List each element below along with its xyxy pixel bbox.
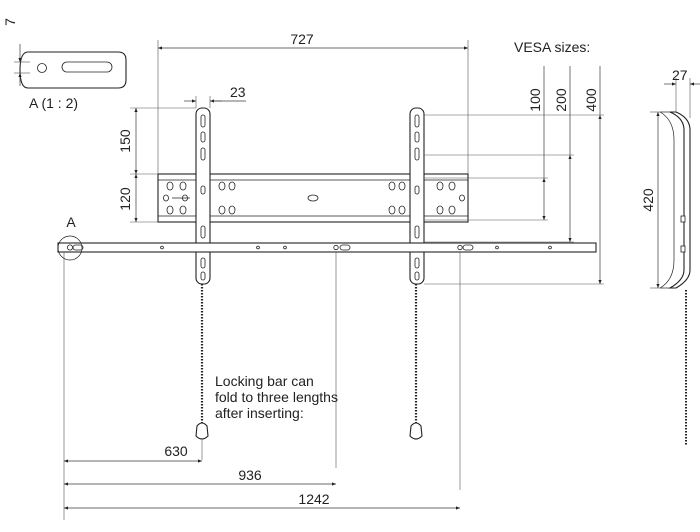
dim-936: 936 bbox=[238, 467, 262, 483]
dim-7: 7 bbox=[2, 18, 18, 26]
dim-1242: 1242 bbox=[298, 491, 329, 507]
vesa-400: 400 bbox=[583, 88, 599, 112]
vesa-group: VESA sizes: 100 200 400 bbox=[424, 39, 604, 285]
locking-bar bbox=[57, 242, 597, 253]
plate-holes-left bbox=[163, 181, 236, 215]
left-arm-slots bbox=[200, 114, 206, 281]
plate-holes-right bbox=[388, 181, 465, 215]
dim-420: 420 bbox=[640, 188, 656, 212]
detail-scale-label: A (1 : 2) bbox=[29, 95, 78, 111]
dim-120: 120 bbox=[117, 187, 133, 211]
locking-bar-note: Locking bar can fold to three lengths af… bbox=[215, 373, 338, 421]
dim-150-120-group: 150 120 bbox=[117, 107, 196, 223]
dim-936-group: 936 bbox=[64, 467, 336, 486]
left-safety-cord bbox=[195, 284, 209, 440]
note-line-1: Locking bar can bbox=[215, 373, 314, 389]
detail-a-slot bbox=[61, 61, 113, 73]
detail-a-marker: A bbox=[66, 214, 76, 230]
dim-630-group: 630 bbox=[64, 443, 202, 463]
note-line-3: after inserting: bbox=[215, 405, 304, 421]
dim-727-group: 727 bbox=[157, 31, 469, 174]
dim-27: 27 bbox=[672, 67, 688, 83]
vesa-100: 100 bbox=[527, 88, 543, 112]
front-view: A bbox=[57, 107, 597, 520]
side-view: 27 420 bbox=[640, 67, 700, 446]
dim-727: 727 bbox=[290, 31, 314, 47]
detail-a-hole bbox=[37, 63, 47, 73]
dim-630: 630 bbox=[164, 443, 188, 459]
right-safety-cord bbox=[409, 284, 423, 440]
dim-23-group: 23 bbox=[184, 84, 246, 108]
right-arm-slots bbox=[414, 114, 420, 281]
dim-23: 23 bbox=[230, 84, 246, 100]
detail-a-view: 7 A (1 : 2) bbox=[2, 18, 127, 111]
detail-a-marker-circle bbox=[57, 235, 83, 261]
note-line-2: fold to three lengths bbox=[215, 389, 338, 405]
vesa-200: 200 bbox=[553, 88, 569, 112]
dim-1242-group: 1242 bbox=[64, 491, 460, 510]
vesa-title: VESA sizes: bbox=[514, 39, 590, 55]
dim-150: 150 bbox=[117, 129, 133, 153]
plate-center-hole bbox=[307, 194, 319, 202]
